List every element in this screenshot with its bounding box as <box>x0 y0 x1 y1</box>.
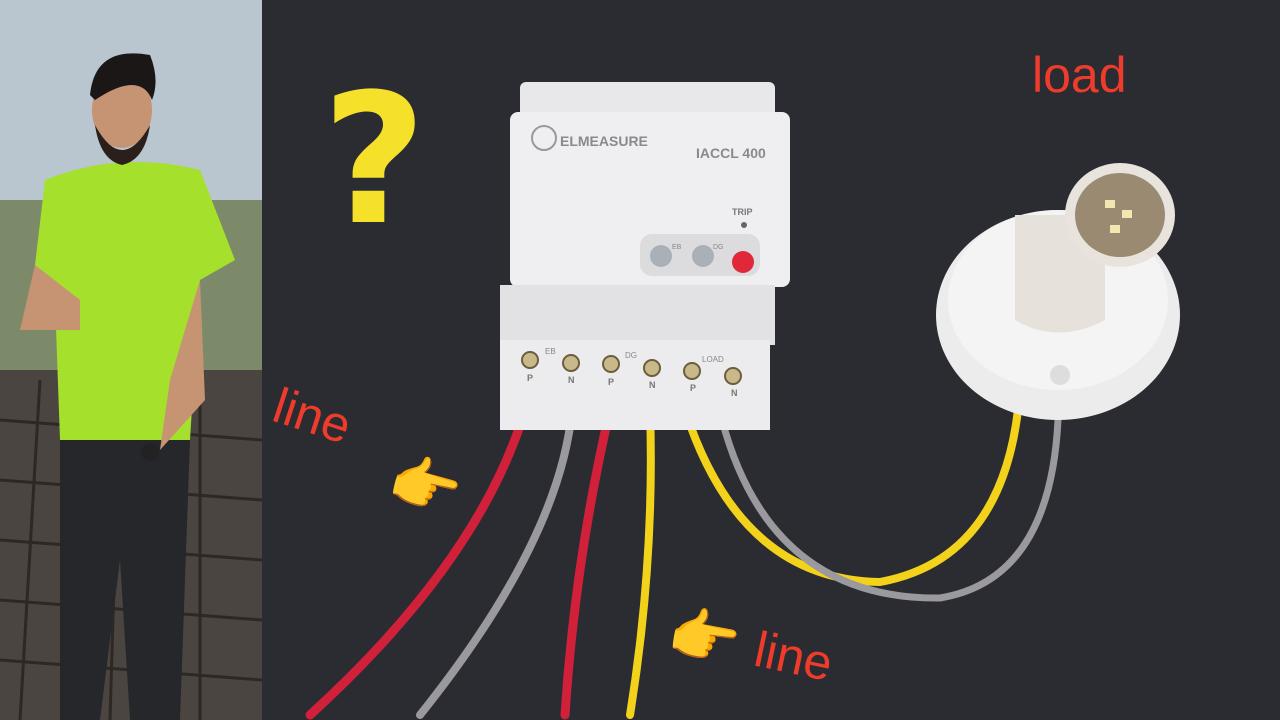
wire-red-dg <box>560 405 615 720</box>
wire-yellow-dg <box>626 406 655 719</box>
terminal-label: P <box>527 373 533 383</box>
wire-gray-eb <box>416 406 576 719</box>
elmeasure-device: ELMEASURE IACCL 400 TRIP EB DG EB DG LOA… <box>500 82 790 430</box>
terminal-label: P <box>690 383 696 393</box>
load-label: load <box>1032 47 1127 103</box>
terminal-label: N <box>731 388 738 398</box>
pointing-hand-icon-bottom: 👉 <box>663 599 745 676</box>
trip-led <box>741 222 747 228</box>
line-label-bottom: line <box>750 621 838 692</box>
person-photo <box>0 0 263 720</box>
question-mark: ? <box>322 56 426 265</box>
dg-button[interactable] <box>692 245 714 267</box>
terminal-label: N <box>568 375 575 385</box>
pointing-hand-icon-left: 👉 <box>382 445 469 526</box>
eb-button[interactable] <box>650 245 672 267</box>
terminal-label: N <box>649 380 656 390</box>
wires <box>305 405 1062 720</box>
terminal-label: P <box>608 377 614 387</box>
terminal-group-eb: EB <box>545 347 556 356</box>
reset-button[interactable] <box>732 251 754 273</box>
device-brand: ELMEASURE <box>560 133 648 149</box>
wire-yellow-load <box>681 406 1022 587</box>
terminal-group-load: LOAD <box>702 355 724 364</box>
bulb-holder <box>936 163 1180 420</box>
line-label-left: line <box>267 377 358 454</box>
eb-button-label: EB <box>672 244 682 251</box>
wire-red-eb <box>305 405 530 720</box>
dg-button-label: DG <box>713 244 724 251</box>
trip-label: TRIP <box>732 207 753 217</box>
device-model: IACCL 400 <box>696 145 766 161</box>
wire-gray-load <box>718 416 1062 602</box>
terminal-group-dg: DG <box>625 351 637 360</box>
